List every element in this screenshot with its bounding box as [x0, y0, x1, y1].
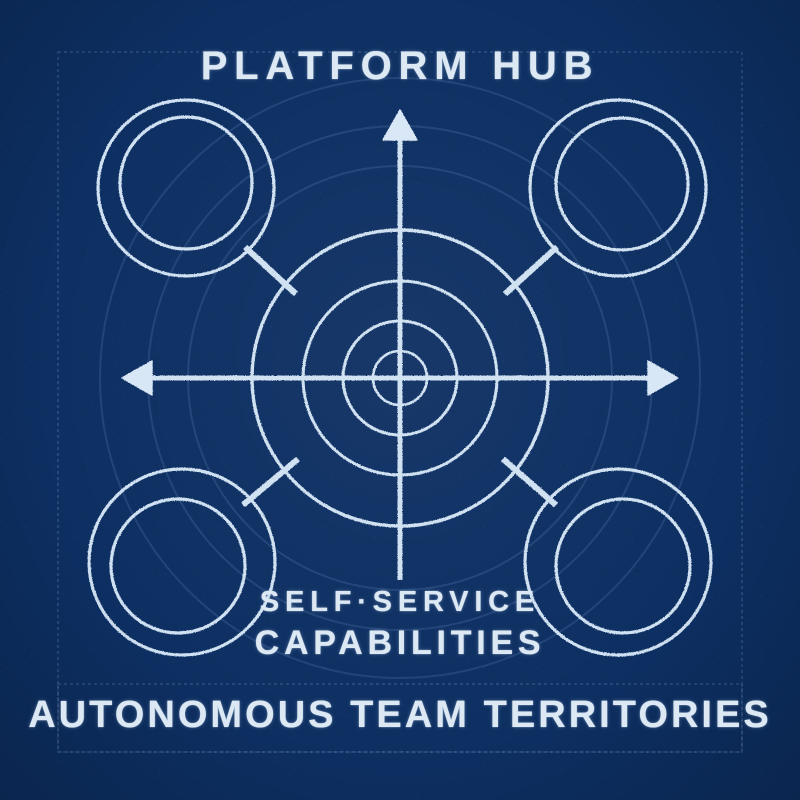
frame-outer-rect	[57, 51, 743, 753]
territory-outer-top-right	[528, 98, 708, 278]
capabilities-label-line1: SELF·SERVICE	[259, 586, 541, 618]
page-title: PLATFORM HUB	[200, 44, 600, 88]
territories-banner-label: AUTONOMOUS TEAM TERRITORIES	[28, 694, 772, 736]
spoke-to-bottom-right	[501, 456, 558, 508]
hub-ring-1	[301, 279, 499, 477]
arrowhead-up	[382, 109, 418, 141]
banner-rect	[57, 683, 743, 753]
spoke-to-top-left	[242, 244, 299, 297]
hub-ring-2	[341, 319, 459, 437]
spoke-to-bottom-left	[241, 456, 300, 508]
hub-ring-0	[250, 228, 550, 528]
hub-ring-3	[371, 349, 429, 407]
platform-hub-rings	[250, 228, 550, 528]
territory-inner-top-right	[554, 116, 690, 252]
axis-arrows	[121, 109, 679, 580]
drafting-frame	[57, 51, 743, 753]
territory-outer-bottom-left	[87, 467, 277, 657]
ambient-ring-2	[99, 77, 701, 679]
territory-outer-bottom-right	[523, 467, 713, 657]
territory-inner-bottom-right	[554, 497, 692, 635]
hub-spokes	[241, 244, 560, 508]
territory-inner-bottom-left	[109, 497, 247, 635]
territory-inner-top-left	[118, 115, 254, 251]
arrowhead-left	[121, 360, 153, 396]
territory-outer-top-left	[96, 98, 276, 278]
spoke-to-top-right	[502, 244, 560, 297]
team-territory-circles	[87, 98, 713, 657]
arrowhead-right	[647, 360, 679, 396]
capabilities-label-line2: CAPABILITIES	[254, 624, 546, 662]
